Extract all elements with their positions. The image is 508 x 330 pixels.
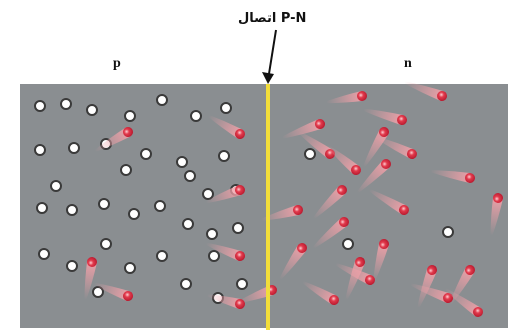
electron-comet-icon [368,189,409,215]
electron-comet-icon [404,81,447,101]
electron-comet-icon [302,281,339,305]
hole-circle-icon [124,262,136,274]
hole-circle-icon [156,94,168,106]
hole-circle-icon [92,286,104,298]
electron-comet-icon [430,170,475,183]
hole-circle-icon [120,164,132,176]
p-region-label: p [113,56,121,71]
n-region-label: n [404,56,412,71]
electron-comet-icon [84,257,97,300]
electron-comet-icon [312,217,349,249]
hole-circle-icon [100,238,112,250]
hole-circle-icon [184,170,196,182]
electron-comet-icon [93,282,133,301]
hole-circle-icon [304,148,316,160]
electron-comet-icon [326,91,367,104]
junction-label: اتصال P-N [238,11,307,26]
electron-comet-icon [94,127,133,152]
electron-comet-icon [444,288,483,317]
electron-comet-icon [335,263,375,285]
hole-circle-icon [236,278,248,290]
electron-comet-icon [357,159,391,193]
hole-circle-icon [66,260,78,272]
hole-circle-icon [182,218,194,230]
electron-comet-icon [261,205,303,221]
electron-comet-icon [205,242,245,261]
hole-circle-icon [128,208,140,220]
electron-comet-icon [326,144,361,175]
electrons-group [84,81,503,317]
hole-circle-icon [60,98,72,110]
hole-circle-icon [36,202,48,214]
electron-comet-icon [345,257,365,300]
holes-group [34,94,454,304]
hole-circle-icon [38,248,50,260]
electron-comet-icon [363,108,407,125]
hole-circle-icon [66,204,78,216]
electron-comet-icon [375,136,417,159]
electron-comet-icon [313,185,347,219]
hole-circle-icon [442,226,454,238]
hole-circle-icon [124,110,136,122]
hole-circle-icon [34,100,46,112]
electron-comet-icon [282,119,325,139]
hole-circle-icon [98,198,110,210]
hole-circle-icon [232,222,244,234]
hole-circle-icon [176,156,188,168]
hole-circle-icon [208,250,220,262]
electron-comet-icon [205,185,245,204]
hole-circle-icon [154,200,166,212]
hole-circle-icon [202,188,214,200]
hole-circle-icon [180,278,192,290]
electron-comet-icon [490,193,503,236]
hole-circle-icon [342,238,354,250]
electron-comet-icon [208,115,245,139]
electron-comet-icon [410,283,453,303]
hole-circle-icon [68,142,80,154]
arrow-down-icon [262,29,277,84]
electron-comet-icon [279,243,307,280]
hole-circle-icon [34,144,46,156]
hole-circle-icon [86,104,98,116]
hole-circle-icon [206,228,218,240]
electron-comet-icon [206,294,245,309]
hole-circle-icon [156,250,168,262]
hole-circle-icon [220,102,232,114]
hole-circle-icon [190,110,202,122]
hole-circle-icon [50,180,62,192]
hole-circle-icon [140,148,152,160]
hole-circle-icon [218,150,230,162]
electron-comet-icon [373,239,389,281]
